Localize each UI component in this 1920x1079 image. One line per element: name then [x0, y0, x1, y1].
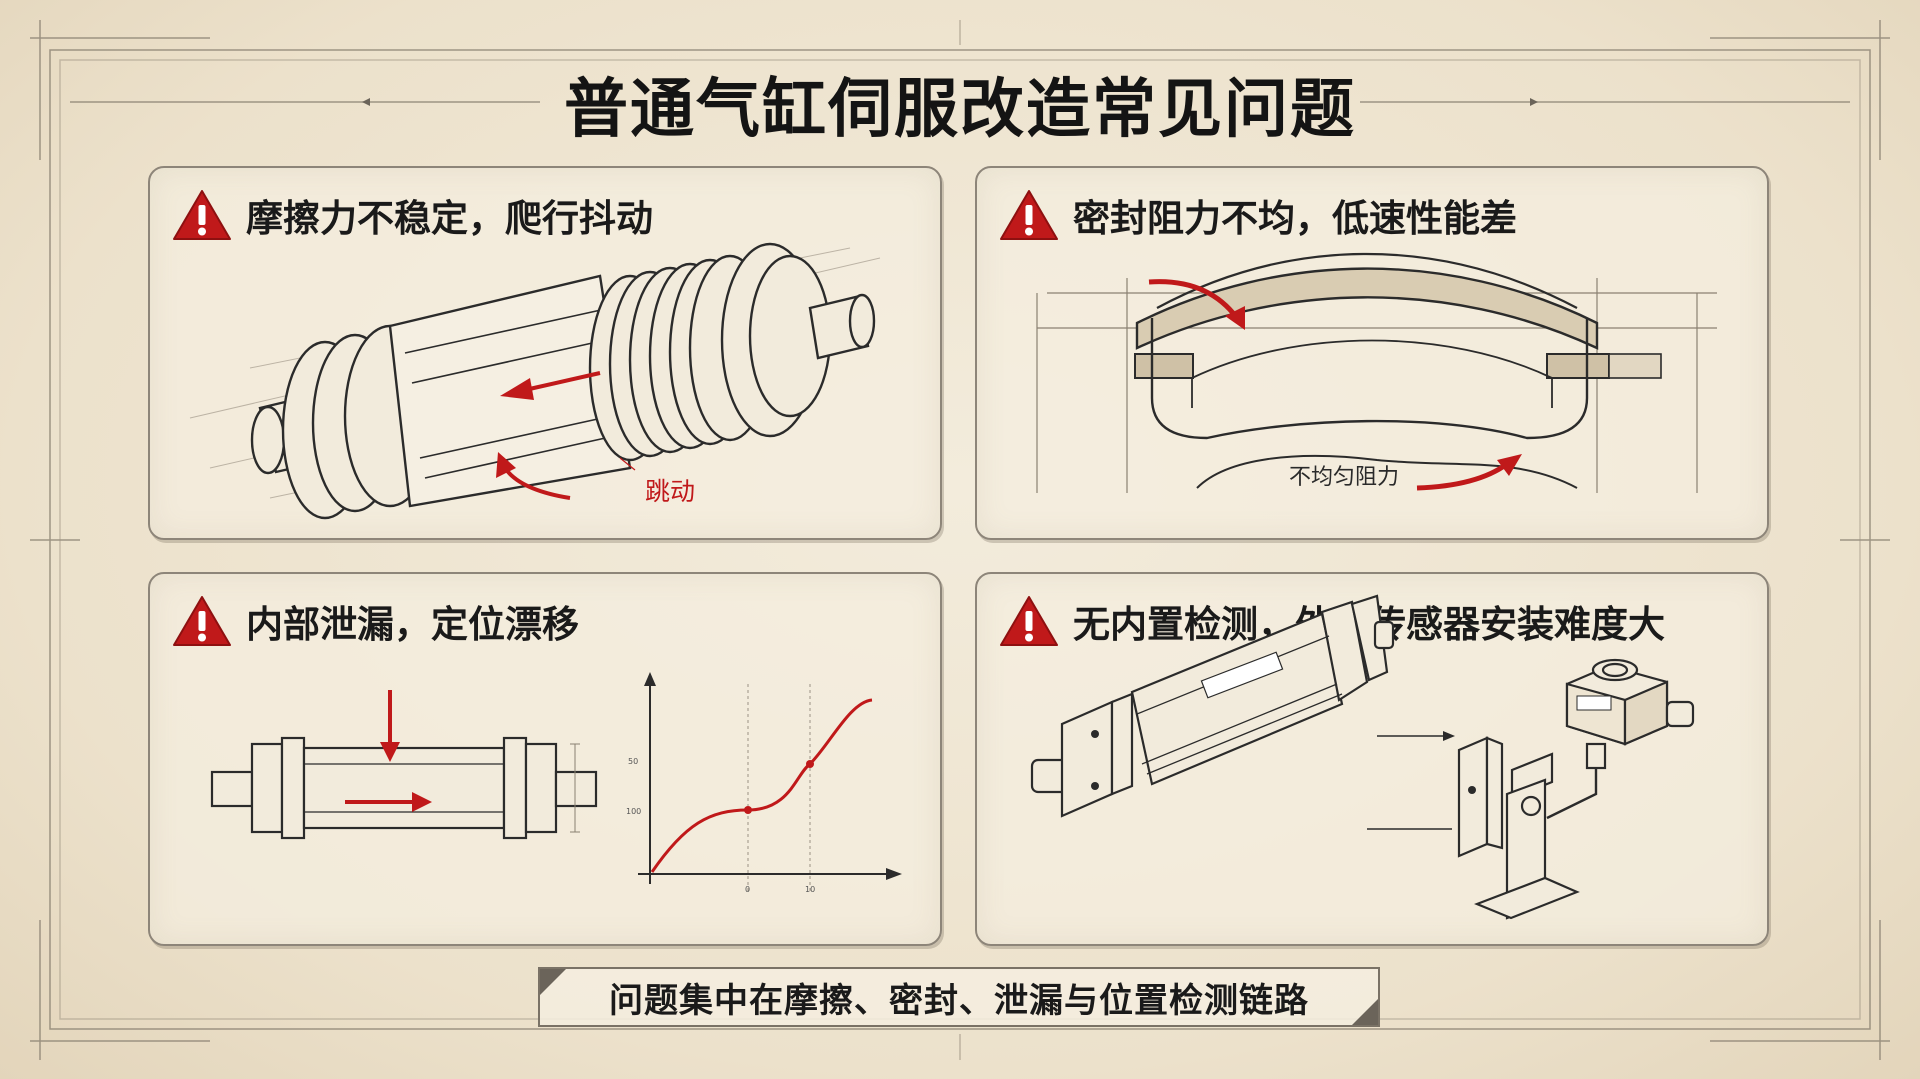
- seal-resistance-illustration: 不均匀阻力: [1036, 252, 1717, 493]
- leakage-illustration: 50 100 0 10: [210, 672, 902, 894]
- svg-text:100: 100: [626, 807, 641, 816]
- warning-icon: [173, 190, 231, 240]
- card-title: 密封阻力不均，低速性能差: [1073, 197, 1517, 240]
- warning-icon: [1000, 596, 1058, 646]
- summary-text: 问题集中在摩擦、密封、泄漏与位置检测链路: [609, 980, 1309, 1021]
- card-no-builtin-sensing: 无内置检测，外置传感器安装难度大: [975, 572, 1769, 946]
- external-sensor-illustration: [1030, 594, 1695, 920]
- svg-text:50: 50: [628, 757, 638, 766]
- banner-corner-decoration: [540, 969, 566, 995]
- annotation-uneven-resistance: 不均匀阻力: [1289, 465, 1399, 490]
- card-header: 密封阻力不均，低速性能差: [999, 188, 1517, 242]
- card-title: 摩擦力不稳定，爬行抖动: [246, 197, 653, 240]
- card-internal-leakage: 内部泄漏，定位漂移: [148, 572, 942, 946]
- banner-corner-decoration: [1352, 999, 1378, 1025]
- card-friction: 摩擦力不稳定，爬行抖动: [148, 166, 942, 540]
- svg-text:10: 10: [805, 885, 815, 894]
- card-header: 内部泄漏，定位漂移: [172, 594, 579, 648]
- annotation-jump: 跳动: [645, 477, 695, 506]
- warning-icon: [173, 596, 231, 646]
- summary-banner: 问题集中在摩擦、密封、泄漏与位置检测链路: [538, 967, 1380, 1027]
- cylinder-friction-illustration: 跳动: [189, 242, 881, 520]
- warning-icon: [1000, 190, 1058, 240]
- page-title: 普通气缸伺服改造常见问题: [564, 73, 1356, 147]
- card-title: 内部泄漏，定位漂移: [246, 603, 579, 646]
- card-header: 摩擦力不稳定，爬行抖动: [172, 188, 653, 242]
- svg-text:0: 0: [745, 885, 750, 894]
- card-seal-resistance: 密封阻力不均，低速性能差 不均匀阻力: [975, 166, 1769, 540]
